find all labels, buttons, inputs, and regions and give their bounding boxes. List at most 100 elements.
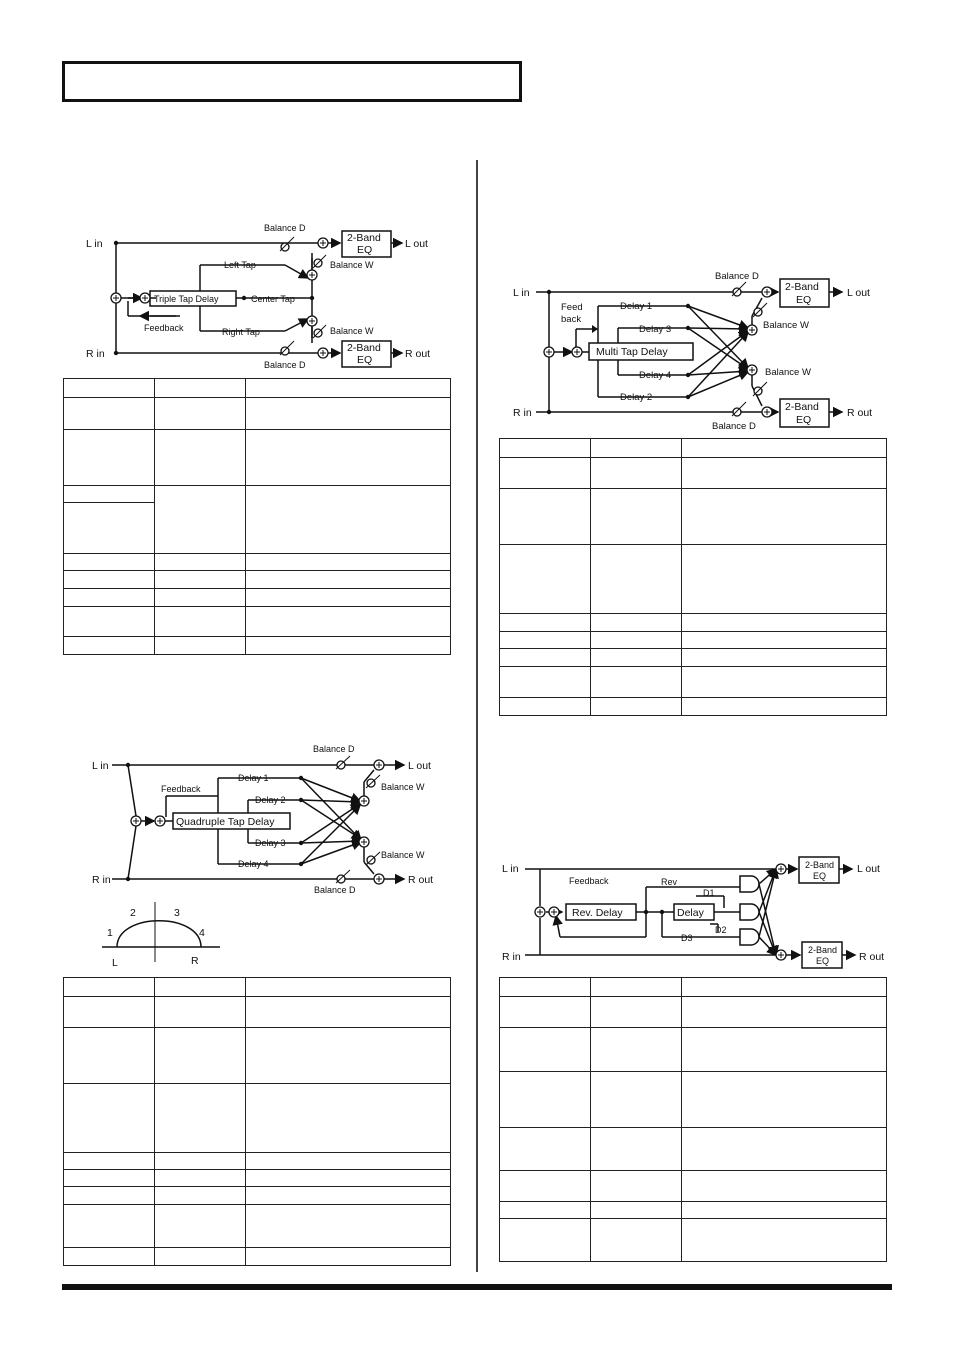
table-cell: [245, 1169, 451, 1187]
table-cell: [245, 636, 451, 655]
table-cell: [63, 588, 155, 607]
d1-eq-top-line1: 2-Band: [347, 232, 381, 244]
d3-feed: Feed: [561, 302, 583, 313]
d2-delay3: Delay 3: [255, 838, 286, 848]
table-cell: [590, 1027, 682, 1072]
d1-r-in: R in: [86, 348, 105, 360]
table-cell: [154, 1186, 246, 1205]
table-cell: [681, 648, 887, 667]
table-cell: [681, 438, 887, 458]
page-bottom-rule: [62, 1284, 892, 1290]
table-cell: [681, 977, 887, 997]
d1-left-tap: Left Tap: [224, 260, 256, 270]
d1-balance-d-bottom: Balance D: [264, 360, 306, 370]
table-cell: [63, 1247, 155, 1266]
d2-balance-d-bottom: Balance D: [314, 885, 356, 895]
d1-l-in: L in: [86, 238, 103, 250]
d3-eq-bottom-line2: EQ: [796, 414, 811, 426]
table-cell: [245, 570, 451, 589]
d3-delay1: Delay 1: [620, 301, 652, 312]
table-cell: [681, 1127, 887, 1171]
table-cell: [154, 485, 246, 554]
d2-l-out: L out: [408, 760, 431, 772]
d3-eq-top-line1: 2-Band: [785, 281, 819, 293]
table-cell: [681, 631, 887, 649]
d3-block-label: Multi Tap Delay: [596, 346, 668, 358]
table-cell: [499, 457, 591, 489]
table-cell: [154, 636, 246, 655]
d2-delay1: Delay 1: [238, 773, 269, 783]
table-cell: [499, 977, 591, 997]
table-cell: [590, 977, 682, 997]
table-cell: [245, 1204, 451, 1248]
table-cell: [590, 1218, 682, 1262]
multi-tap-delay-diagram: L in R in L out R out 2-Band EQ 2-Band E…: [513, 271, 872, 432]
pan-label-l: L: [112, 957, 118, 969]
triple-tap-delay-diagram: L in R in L out R out 2-Band EQ 2-Band E…: [86, 223, 430, 370]
d2-delay2: Delay 2: [255, 795, 286, 805]
table-cell: [590, 648, 682, 667]
d2-block-label: Quadruple Tap Delay: [176, 816, 275, 828]
table-cell: [681, 1218, 887, 1262]
d3-eq-bottom-line1: 2-Band: [785, 401, 819, 413]
table-cell: [154, 977, 246, 997]
table-cell: [63, 1152, 155, 1170]
d3-back: back: [561, 314, 581, 325]
d3-balance-d-bottom: Balance D: [712, 421, 756, 432]
table-cell: [590, 1127, 682, 1171]
table-cell: [154, 1169, 246, 1187]
d4-delay-label: Delay: [677, 907, 705, 919]
table-cell: [245, 1027, 451, 1084]
table-cell: [245, 977, 451, 997]
d4-r-out: R out: [859, 951, 884, 963]
d1-center-tap: Center Tap: [251, 294, 295, 304]
table-cell: [245, 378, 451, 398]
quadruple-tap-delay-diagram: L in R in L out R out Quadruple Tap Dela…: [92, 744, 433, 895]
table-cell: [63, 1204, 155, 1248]
table-cell: [590, 1071, 682, 1128]
table-cell: [63, 378, 155, 398]
table-cell: [499, 438, 591, 458]
d4-d3: D3: [681, 933, 693, 943]
table-cell: [63, 429, 155, 486]
table-cell: [590, 488, 682, 545]
table-cell: [499, 648, 591, 667]
d2-feedback: Feedback: [161, 784, 201, 794]
table-cell: [590, 1170, 682, 1202]
pan-position-diagram: 1 2 3 4 L R: [102, 902, 220, 969]
pan-label-r: R: [191, 955, 199, 967]
multi-tap-delay-param-table: [499, 438, 887, 716]
table-cell: [245, 553, 451, 571]
table-cell: [590, 613, 682, 632]
pan-label-1: 1: [107, 927, 113, 939]
d1-l-out: L out: [405, 238, 428, 250]
table-cell: [63, 1027, 155, 1084]
table-cell: [245, 1186, 451, 1205]
d4-rev: Rev: [661, 877, 678, 887]
pan-label-2: 2: [130, 907, 136, 919]
table-cell: [499, 631, 591, 649]
table-cell: [499, 1201, 591, 1219]
d2-r-in: R in: [92, 874, 111, 886]
table-cell: [499, 996, 591, 1028]
table-cell: [154, 606, 246, 637]
d2-balance-w-top: Balance W: [381, 782, 425, 792]
table-cell: [499, 1027, 591, 1072]
table-cell: [499, 1170, 591, 1202]
table-cell: [681, 666, 887, 698]
table-cell: [63, 485, 155, 503]
column-divider: [476, 160, 478, 1272]
table-cell: [499, 544, 591, 614]
table-cell: [681, 544, 887, 614]
d4-r-in: R in: [502, 951, 521, 963]
table-cell: [245, 606, 451, 637]
table-cell: [681, 1201, 887, 1219]
d3-delay2: Delay 2: [620, 392, 652, 403]
table-cell: [154, 1247, 246, 1266]
d4-eq-top-line2: EQ: [813, 871, 826, 881]
table-cell: [154, 429, 246, 486]
d4-feedback: Feedback: [569, 876, 609, 886]
d4-rev-delay-label: Rev. Delay: [572, 907, 623, 919]
d1-eq-top-line2: EQ: [357, 244, 372, 256]
table-cell: [154, 397, 246, 430]
